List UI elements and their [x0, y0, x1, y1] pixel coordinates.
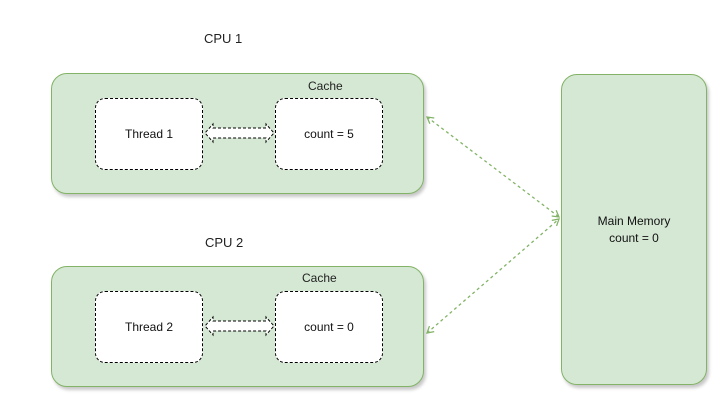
- cpu-2-count-label: count = 0: [304, 320, 354, 334]
- thread-2-cache-arrow: [204, 315, 275, 337]
- cpu-2-count-box[interactable]: count = 0: [275, 291, 383, 363]
- cpu-2-title: CPU 2: [205, 235, 244, 250]
- cpu-2-cache-label: Cache: [302, 271, 337, 285]
- thread-2-box[interactable]: Thread 2: [95, 291, 203, 363]
- main-memory-count-label: count = 0: [609, 230, 659, 245]
- cpu-1-memory-connector: [425, 116, 561, 218]
- thread-1-cache-arrow: [204, 122, 275, 144]
- cpu-1-title: CPU 1: [204, 31, 243, 46]
- main-memory-title: Main Memory: [597, 213, 671, 228]
- thread-1-label: Thread 1: [124, 127, 174, 141]
- main-memory-box[interactable]: Main Memory count = 0: [561, 74, 707, 385]
- thread-2-label: Thread 2: [124, 320, 174, 334]
- thread-1-box[interactable]: Thread 1: [95, 98, 203, 170]
- cpu-2-memory-connector: [426, 218, 560, 334]
- cpu-1-cache-label: Cache: [308, 79, 343, 93]
- cpu-1-count-box[interactable]: count = 5: [275, 98, 383, 170]
- cpu-1-count-label: count = 5: [304, 127, 354, 141]
